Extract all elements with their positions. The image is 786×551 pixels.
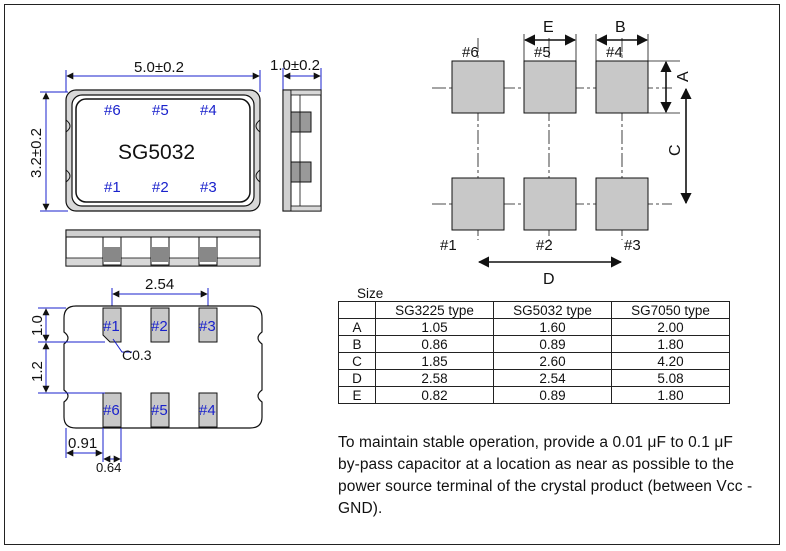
width-dim-label: 5.0±0.2 [134, 59, 184, 76]
table-cell: 0.89 [493, 386, 612, 404]
table-cell: 2.58 [375, 369, 494, 387]
part-name: SG5032 [118, 141, 195, 164]
label-e: E [543, 19, 554, 36]
label-c: C [667, 144, 684, 156]
table-row: A 1.05 1.60 2.00 [338, 318, 730, 336]
front-view [65, 229, 261, 267]
table-row: D 2.58 2.54 5.08 [338, 369, 730, 387]
dim-1-label: 1.0 [29, 315, 46, 336]
fp-pin-5: #5 [151, 402, 168, 419]
fp-pin-2: #2 [151, 318, 168, 335]
table-cell: 2.60 [493, 352, 612, 370]
table-row: C 1.85 2.60 4.20 [338, 352, 730, 370]
fp-pin-3: #3 [199, 318, 216, 335]
height-dim-label: 3.2±0.2 [28, 128, 45, 178]
top-pin-3: #3 [200, 179, 217, 196]
table-cell: 0.89 [493, 335, 612, 353]
label-d: D [543, 271, 555, 288]
fp-pin-6: #6 [103, 402, 120, 419]
side-view: 1.0±0.2 [270, 57, 322, 212]
table-cell: 1.80 [611, 386, 730, 404]
bottom-footprint: 2.54 #1 #2 #3 #6 #5 #4 C0.3 1.0 1.2 [29, 276, 263, 475]
row-label: E [338, 386, 376, 404]
lp-pin-1: #1 [440, 237, 457, 254]
fp-pin-4: #4 [199, 402, 216, 419]
land-pattern: E B A C D #6 #5 #4 #1 #2 #3 [432, 19, 692, 288]
table-cell: 0.82 [375, 386, 494, 404]
chamfer-label: C0.3 [122, 347, 152, 363]
table-cell: 2.54 [493, 369, 612, 387]
table-row: B 0.86 0.89 1.80 [338, 335, 730, 353]
row-label: A [338, 318, 376, 336]
lp-pin-3: #3 [624, 237, 641, 254]
lp-pin-4: #4 [606, 44, 623, 61]
top-pin-5: #5 [152, 102, 169, 119]
top-pin-2: #2 [152, 179, 169, 196]
bypass-capacitor-note: To maintain stable operation, provide a … [338, 434, 753, 517]
table-cell: 0.86 [375, 335, 494, 353]
size-table-header: SG3225 type SG5032 type SG7050 type [338, 301, 730, 319]
table-cell: 2.00 [611, 318, 730, 336]
label-a: A [675, 71, 692, 82]
table-row: E 0.82 0.89 1.80 [338, 386, 730, 404]
table-cell: 5.08 [611, 369, 730, 387]
dim-3-label: 0.91 [68, 435, 97, 452]
fp-pin-1: #1 [103, 318, 120, 335]
header-sg7050: SG7050 type [611, 301, 730, 319]
table-cell: 4.20 [611, 352, 730, 370]
top-pin-4: #4 [200, 102, 217, 119]
header-sg5032: SG5032 type [493, 301, 612, 319]
lp-pin-2: #2 [536, 237, 553, 254]
row-label: D [338, 369, 376, 387]
thickness-dim-label: 1.0±0.2 [270, 57, 320, 74]
size-table: SG3225 type SG5032 type SG7050 type A 1.… [338, 301, 730, 404]
label-b: B [615, 19, 626, 36]
row-label: C [338, 352, 376, 370]
top-view: 5.0±0.2 3.2±0.2 #6 #5 #4 SG5032 #1 #2 #3 [28, 59, 261, 212]
top-pin-1: #1 [104, 179, 121, 196]
size-table-caption: Size [357, 286, 384, 301]
drawing-frame [4, 4, 780, 545]
table-cell: 1.80 [611, 335, 730, 353]
table-cell: 1.05 [375, 318, 494, 336]
row-label: B [338, 335, 376, 353]
top-pin-6: #6 [104, 102, 121, 119]
header-blank [338, 301, 376, 319]
table-cell: 1.60 [493, 318, 612, 336]
table-cell: 1.85 [375, 352, 494, 370]
lp-pin-5: #5 [534, 44, 551, 61]
dim-2-label: 1.2 [29, 361, 46, 382]
lp-pin-6: #6 [462, 44, 479, 61]
header-sg3225: SG3225 type [375, 301, 494, 319]
dim-4-label: 0.64 [96, 460, 121, 475]
pitch-dim-label: 2.54 [145, 276, 174, 293]
